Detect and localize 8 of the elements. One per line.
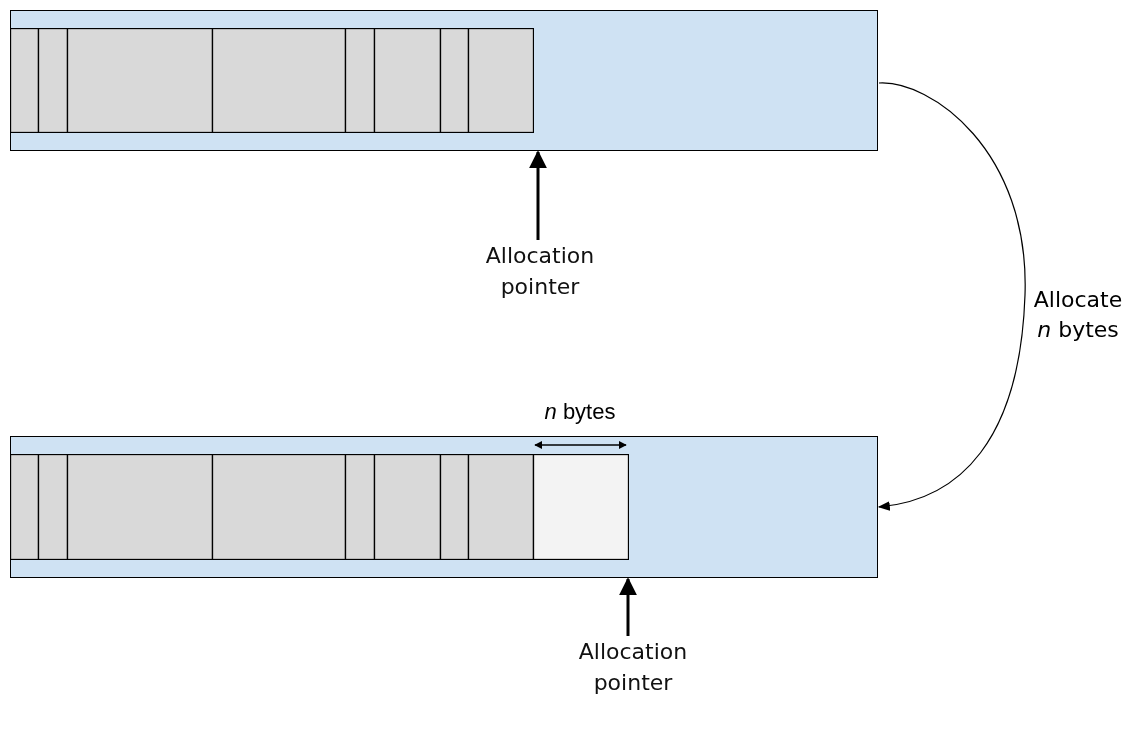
arrow xyxy=(619,577,637,636)
memory-heap-bar xyxy=(10,436,878,578)
pointer-label: Allocation pointer xyxy=(578,639,688,695)
pointer-label: Allocation pointer xyxy=(485,243,595,299)
memory-heap-bar xyxy=(10,10,878,151)
dimension-label: n bytes xyxy=(543,398,617,426)
curved-arrow xyxy=(877,82,1026,511)
arrow xyxy=(529,150,547,240)
